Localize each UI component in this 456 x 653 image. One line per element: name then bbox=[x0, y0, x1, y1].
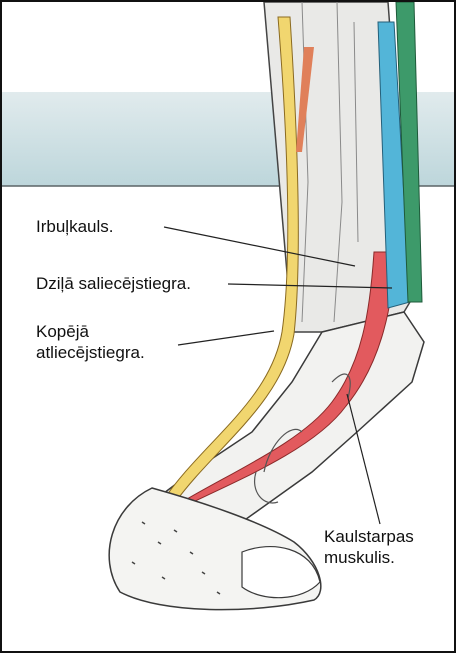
label-irbulkauls: Irbuļkauls. bbox=[36, 216, 113, 237]
label-irbulkauls-text: Irbuļkauls. bbox=[36, 217, 113, 236]
label-kopeja-line1: Kopējā bbox=[36, 322, 89, 341]
leader-kopeja bbox=[178, 331, 274, 345]
label-dzila-text: Dziļā saliecējstiegra. bbox=[36, 274, 191, 293]
label-dzila-saliecejstiegra: Dziļā saliecējstiegra. bbox=[36, 273, 191, 294]
heel-bulb bbox=[242, 547, 320, 598]
label-kaulstarpas-line2: muskulis. bbox=[324, 548, 395, 567]
label-kaulstarpas-line1: Kaulstarpas bbox=[324, 527, 414, 546]
label-kopeja-atliecejstiegra: Kopējā atliecējstiegra. bbox=[36, 321, 145, 363]
label-kaulstarpas-muskulis: Kaulstarpas muskulis. bbox=[324, 526, 414, 568]
label-kopeja-line2: atliecējstiegra. bbox=[36, 343, 145, 362]
